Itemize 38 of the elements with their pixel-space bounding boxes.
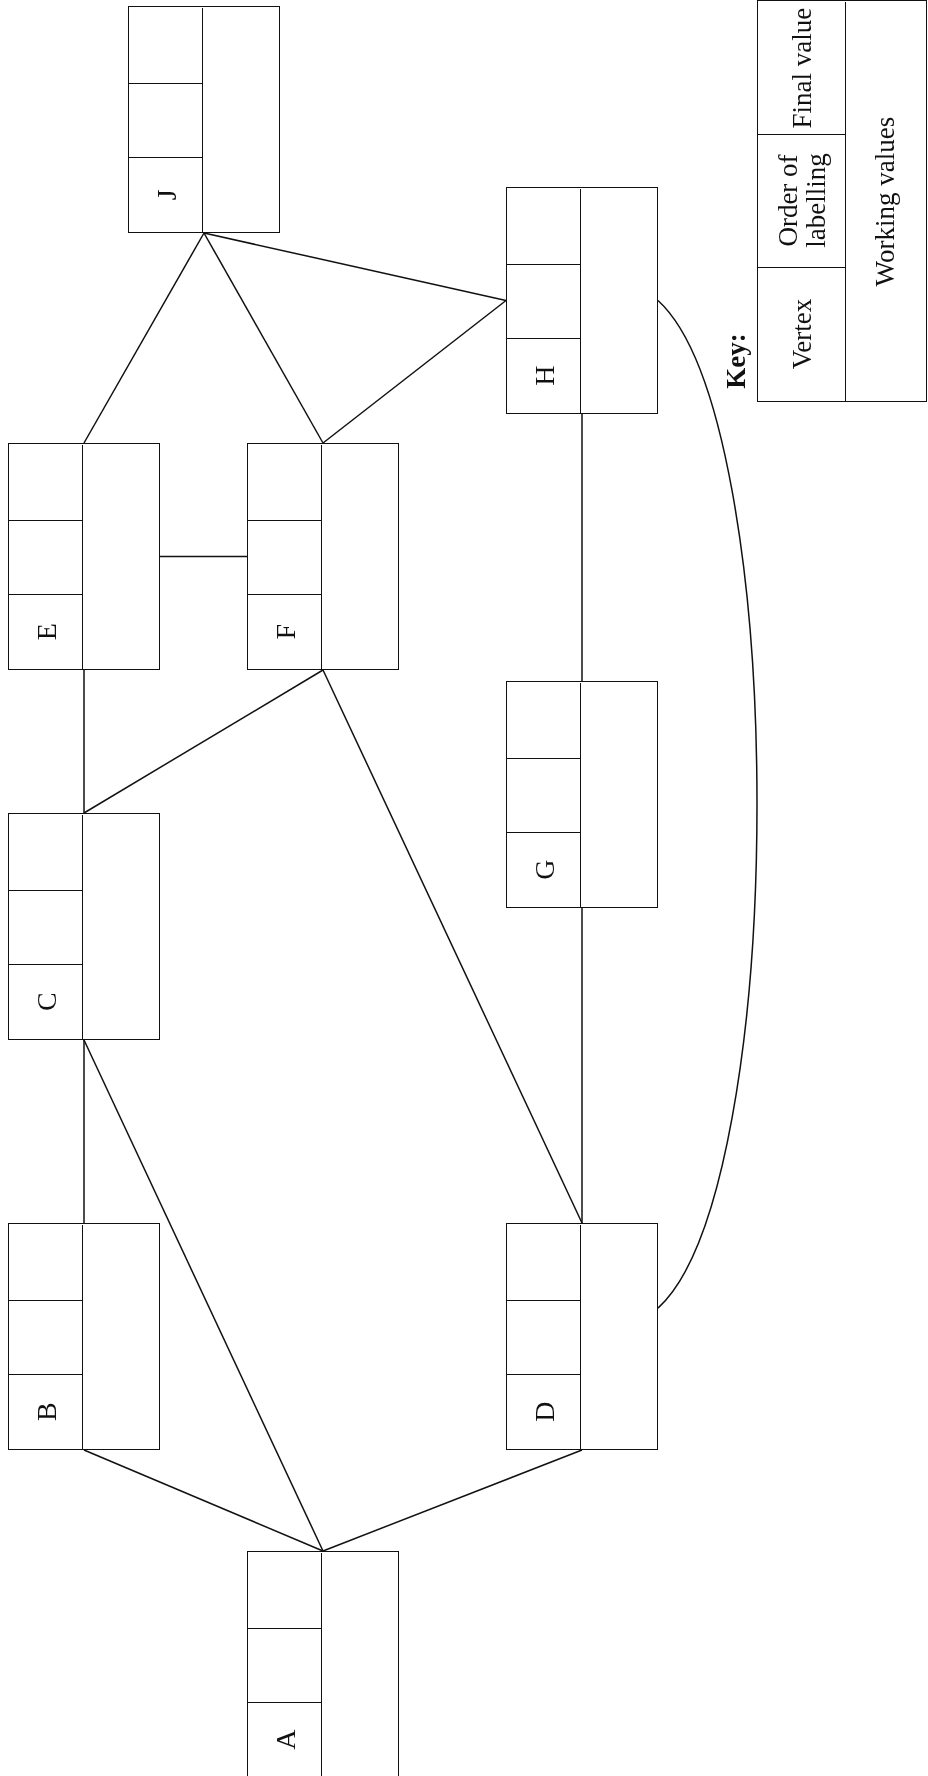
vertex-label: F [270, 623, 300, 640]
vertex-box [506, 187, 658, 414]
vertex-box [8, 443, 160, 670]
vertex-label: G [529, 859, 559, 880]
connector-line [322, 299, 507, 444]
connector-line [322, 1449, 583, 1552]
vertex-box [8, 1223, 160, 1450]
key-label: Working values [871, 116, 900, 287]
vertex-label: A [270, 1729, 300, 1750]
vertex-label: H [529, 365, 559, 386]
key-label: Vertex [787, 298, 817, 370]
vertex-box [128, 6, 280, 233]
key-label: Final value [787, 7, 817, 129]
connector-line [581, 907, 583, 1224]
vertex-label: D [529, 1401, 559, 1422]
key-heading: Key: [721, 333, 751, 389]
connector-line [83, 1039, 324, 1552]
vertex-box [247, 443, 399, 670]
connector-line [581, 413, 583, 682]
connector-line [83, 669, 85, 814]
vertex-label: C [31, 992, 61, 1012]
connector-line [83, 1039, 85, 1224]
connector-line [159, 555, 248, 558]
connector-line [203, 232, 507, 302]
vertex-label: B [31, 1402, 61, 1422]
vertex-label: J [151, 189, 181, 201]
connector-line [83, 1449, 324, 1552]
vertex-label: E [31, 623, 61, 641]
vertex-box [506, 1223, 658, 1450]
vertex-box [247, 1551, 399, 1776]
vertex-box [8, 813, 160, 1040]
connector-line [83, 232, 205, 444]
connector-line [83, 669, 324, 814]
vertex-box [506, 681, 658, 908]
connector-line [322, 669, 583, 1224]
connector-line [657, 299, 758, 1309]
key-label: Order of labelling [773, 152, 831, 250]
connector-line [203, 232, 324, 444]
